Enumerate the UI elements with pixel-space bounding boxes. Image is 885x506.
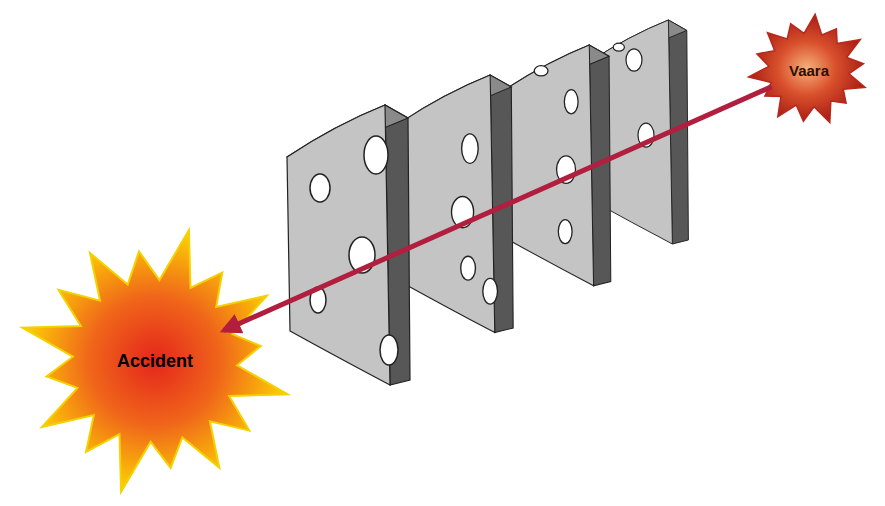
- burst-label: Vaara: [789, 62, 829, 79]
- hazard-burst: Vaara: [748, 14, 870, 126]
- slice-hole: [349, 237, 375, 273]
- slice-body: [400, 75, 513, 333]
- cheese-slice: [400, 75, 513, 333]
- cheese-slice: [505, 45, 611, 286]
- slice-hole: [452, 196, 474, 227]
- slice-hole: [564, 90, 578, 114]
- slice-notch: [534, 66, 548, 76]
- slice-hole: [557, 156, 576, 184]
- slice-notch: [613, 43, 624, 51]
- slice-hole: [626, 49, 642, 71]
- burst-shape: [22, 230, 287, 492]
- slice-hole: [461, 256, 476, 280]
- slice-body: [505, 45, 611, 286]
- slice-hole: [310, 287, 326, 313]
- burst-label: Accident: [117, 351, 193, 372]
- slice-hole: [462, 134, 479, 163]
- accident-burst: Accident: [18, 226, 292, 496]
- slice-hole: [638, 123, 654, 147]
- slice-edge-hole: [380, 335, 398, 365]
- slice-edge-hole: [483, 278, 498, 304]
- slice-hole: [310, 174, 330, 202]
- slice-hole: [558, 220, 572, 244]
- slice-body: [287, 105, 410, 385]
- slice-hole: [364, 136, 388, 174]
- burst-shape: [749, 14, 866, 122]
- cheese-slice: [287, 105, 410, 385]
- hazard-trajectory-arrow: [224, 87, 772, 331]
